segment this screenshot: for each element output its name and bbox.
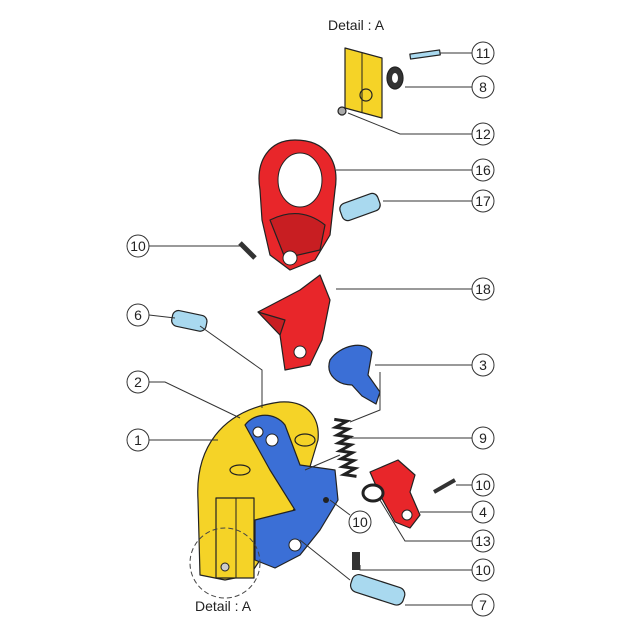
callout-16: 16 [471, 158, 495, 182]
detail-a-marker [189, 527, 261, 599]
svg-text:2: 2 [134, 374, 142, 390]
leader-lines [148, 52, 472, 606]
svg-text:10: 10 [352, 514, 368, 530]
part-6-pin [171, 309, 208, 332]
callout-10-right: 10 [471, 473, 495, 497]
svg-text:1: 1 [134, 432, 142, 448]
detail-label-bottom: Detail : A [195, 598, 252, 614]
svg-text:16: 16 [475, 162, 491, 178]
svg-text:10: 10 [475, 562, 491, 578]
part-9-spring [330, 417, 360, 478]
callout-1: 1 [126, 428, 150, 452]
callout-7: 7 [471, 593, 495, 617]
callout-10-middle: 10 [348, 510, 372, 534]
callout-4: 4 [471, 500, 495, 524]
callout-8: 8 [471, 75, 495, 99]
callout-6: 6 [126, 303, 150, 327]
part-2-gripping-arm [244, 414, 339, 569]
callout-2: 2 [126, 370, 150, 394]
svg-text:12: 12 [475, 126, 491, 142]
svg-text:7: 7 [479, 597, 487, 613]
svg-text:4: 4 [479, 504, 487, 520]
svg-text:18: 18 [475, 281, 491, 297]
part-17-pin [339, 192, 381, 222]
svg-text:3: 3 [479, 357, 487, 373]
callout-13: 13 [471, 529, 495, 553]
callout-11: 11 [471, 41, 495, 65]
part-16-shackle [258, 139, 337, 271]
svg-text:17: 17 [475, 193, 491, 209]
callout-3: 3 [471, 353, 495, 377]
callout-12: 12 [471, 122, 495, 146]
callout-18: 18 [471, 277, 495, 301]
part-18-bracket [257, 274, 331, 371]
part-4-lever [369, 459, 421, 529]
callout-10-lower: 10 [471, 558, 495, 582]
part-10-roll-pin [433, 478, 456, 494]
svg-text:13: 13 [475, 533, 491, 549]
part-13-washer [361, 483, 385, 503]
part-10-roll-pin [352, 552, 360, 570]
detail-a-view [337, 47, 441, 119]
callout-10-upper: 10 [126, 234, 150, 258]
detail-label-top: Detail : A [328, 17, 385, 33]
callout-9: 9 [471, 426, 495, 450]
part-10-roll-pin [238, 241, 257, 260]
svg-text:9: 9 [479, 430, 487, 446]
svg-text:11: 11 [476, 45, 491, 61]
part-3-cam [328, 344, 381, 405]
svg-text:10: 10 [475, 477, 491, 493]
svg-text:10: 10 [130, 238, 146, 254]
callout-17: 17 [471, 189, 495, 213]
part-7-pin [349, 573, 406, 606]
svg-text:6: 6 [134, 307, 142, 323]
svg-text:8: 8 [479, 79, 487, 95]
